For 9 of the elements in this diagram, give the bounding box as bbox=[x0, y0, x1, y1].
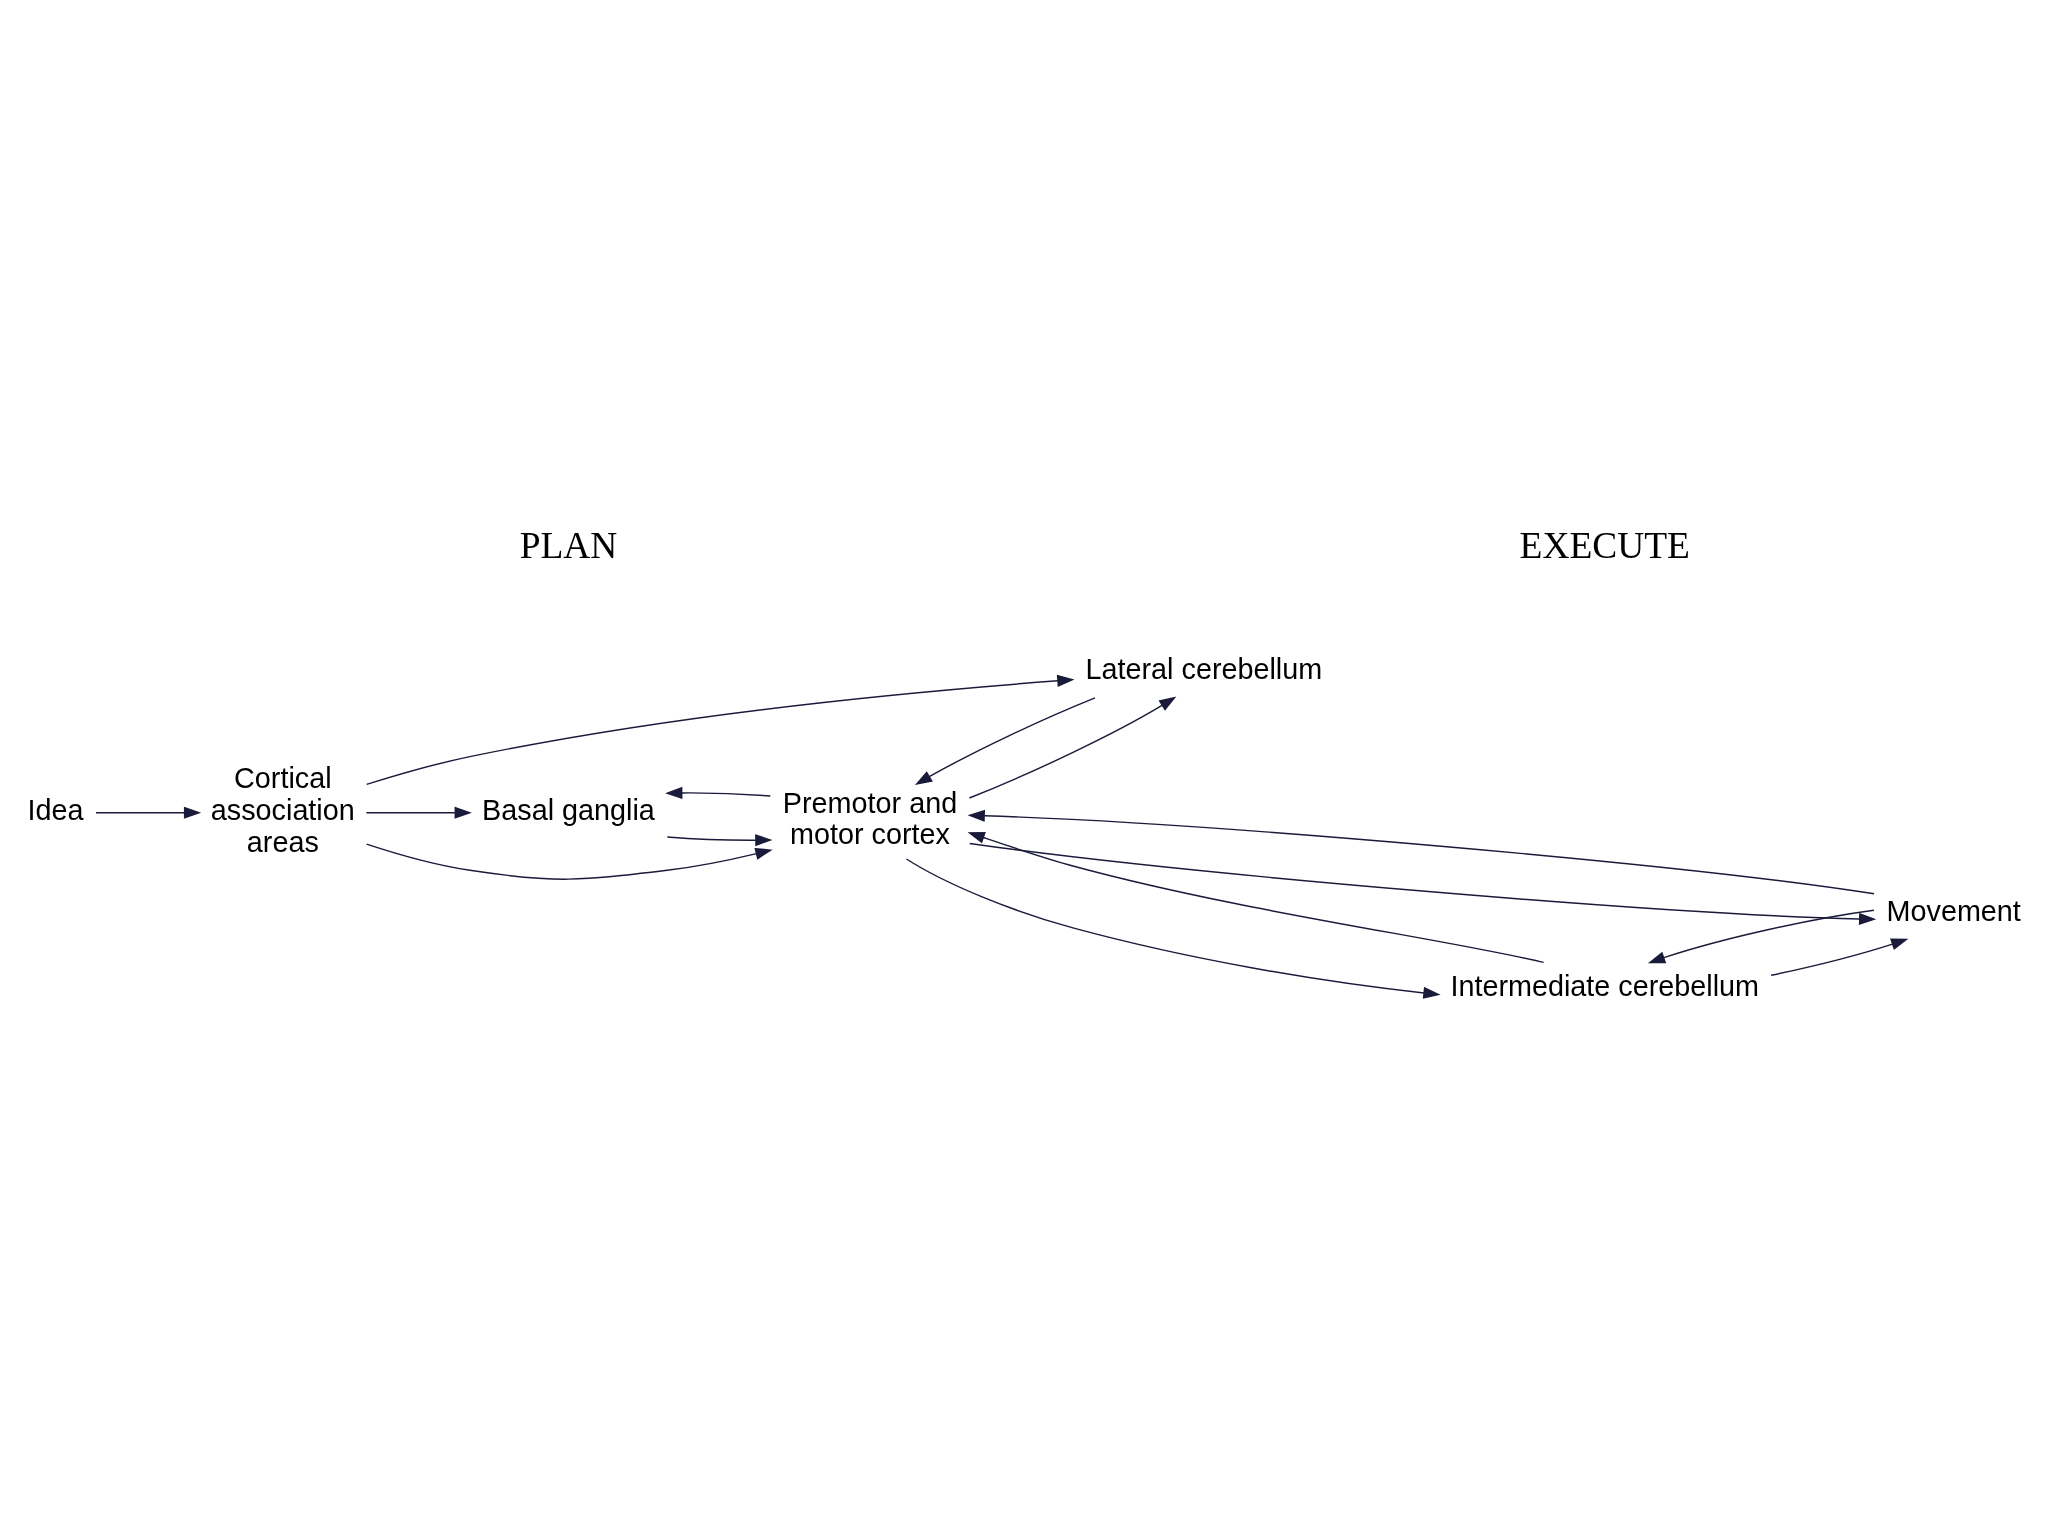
label: PLAN bbox=[519, 524, 618, 566]
label: EXECUTE bbox=[1519, 524, 1690, 566]
node-text: Basal ganglia bbox=[482, 793, 655, 826]
node-text: Cortical association areas bbox=[210, 761, 355, 858]
node-text: Intermediate cerebellum bbox=[1450, 969, 1760, 1002]
node-text: Lateral cerebellum bbox=[1085, 652, 1323, 685]
node-text: Idea bbox=[27, 793, 84, 826]
node-text: Movement bbox=[1886, 894, 2021, 927]
node-text: Premotor and motor cortex bbox=[782, 786, 958, 850]
